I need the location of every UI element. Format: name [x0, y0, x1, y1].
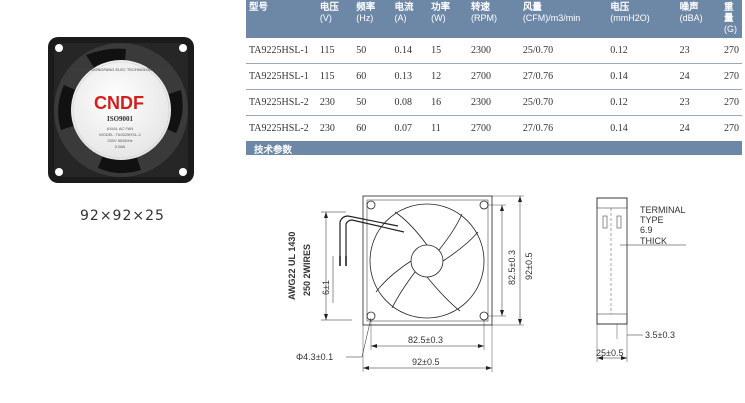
lead-wire — [339, 215, 399, 256]
header-pressure: 电压(mmH2O) — [610, 2, 650, 23]
label-line-3: 230V 50/60Hz — [107, 138, 132, 143]
label-line-2: MODEL: TA9225HSL-2 — [99, 132, 141, 137]
header-model: 型号 — [249, 2, 269, 13]
blade — [391, 271, 416, 309]
cell-power: 15 — [428, 38, 468, 64]
cell-power: 16 — [428, 89, 468, 116]
venturi-circle — [369, 203, 485, 319]
dim-92-h-label: 92±0.5 — [412, 357, 439, 367]
table-row: TA9225HSL-2 230 60 0.07 11 2700 27/0.76 … — [246, 115, 742, 142]
terminal-line-4: THICK — [640, 236, 667, 246]
cell-frequency: 50 — [353, 89, 392, 116]
wire-length-label: 250 2WIRES — [302, 244, 312, 296]
header-weight: 重量(G) — [724, 2, 737, 34]
dim-825-v-label: 82.5±0.3 — [507, 250, 517, 285]
cell-airflow: 25/0.70 — [519, 38, 608, 64]
cell-weight: 270 — [721, 38, 742, 64]
label-line-4: 0.08A — [115, 144, 126, 149]
cell-frequency: 50 — [353, 38, 392, 64]
cell-current: 0.07 — [391, 115, 429, 142]
cell-noise: 23 — [676, 89, 721, 116]
table-header-row: 型号 电压(V) 频率(Hz) 电流(A) 功率(W) 转速(RPM) 风量(C… — [246, 0, 742, 38]
cell-voltage: 115 — [316, 63, 354, 90]
blade — [394, 211, 428, 246]
lead-wire — [345, 219, 405, 256]
label-line-1: AXIAL AC FAN — [107, 126, 134, 131]
cell-current: 0.08 — [391, 89, 429, 116]
cell-model: TA9225HSL-1 — [246, 38, 317, 64]
cell-voltage: 230 — [316, 89, 354, 116]
blade — [426, 276, 461, 312]
cell-airflow: 25/0.70 — [519, 89, 608, 116]
cell-weight: 270 — [721, 63, 742, 90]
cell-current: 0.13 — [391, 63, 429, 90]
cell-power: 11 — [428, 115, 468, 142]
section-title: 技术参数 — [254, 145, 293, 156]
table-row: TA9225HSL-1 115 50 0.14 15 2300 25/0.70 … — [246, 38, 742, 64]
hole-leader — [346, 317, 372, 358]
wire-label: AWG22 UL 1430 — [287, 232, 297, 300]
terminal-line-1: TERMINAL — [640, 205, 686, 215]
header-voltage: 电压(V) — [319, 2, 339, 23]
mount-hole-tr — [479, 200, 489, 210]
wire-end — [339, 256, 347, 266]
cell-frequency: 60 — [353, 115, 392, 142]
cell-pressure: 0.14 — [607, 63, 677, 90]
blade — [375, 260, 412, 293]
cell-speed: 2300 — [467, 89, 520, 116]
cell-speed: 2300 — [467, 38, 520, 64]
header-power: 功率(W) — [431, 2, 451, 23]
cell-speed: 2700 — [467, 63, 520, 90]
cert-text: ISO9001 — [107, 115, 134, 123]
flange-label: 3.5±0.3 — [645, 330, 675, 340]
cell-frequency: 60 — [353, 63, 392, 90]
section-header-tech-params: 技术参数 — [246, 141, 742, 156]
cell-power: 12 — [428, 63, 468, 90]
terminal-tab — [602, 215, 608, 229]
cell-current: 0.14 — [391, 38, 429, 64]
mount-hole-br — [479, 311, 489, 321]
cell-pressure: 0.12 — [607, 89, 677, 116]
fan-photo: ZHEJIANG DONGFANG ELEC TECHNOLOGY CO.,LT… — [48, 37, 194, 183]
hole-label: Φ4.3±0.1 — [296, 352, 333, 362]
front-view-frame — [362, 195, 493, 326]
header-noise: 噪声(dBA) — [679, 2, 703, 23]
header-airflow: 风量(CFM)/m3/min — [522, 2, 581, 23]
side-view-body — [596, 197, 628, 325]
header-frequency: 频率(Hz) — [356, 2, 376, 23]
cell-pressure: 0.12 — [607, 38, 677, 64]
blade — [438, 213, 463, 251]
front-view-inner — [366, 199, 489, 322]
dim-92-v-label: 92±0.5 — [524, 253, 534, 280]
depth-label: 25±0.5 — [596, 348, 623, 358]
header-current: 电流(A) — [394, 2, 414, 23]
cell-weight: 270 — [721, 89, 742, 116]
brand-logo: CNDF — [94, 93, 144, 113]
cell-model: TA9225HSL-2 — [246, 89, 317, 116]
terminal-line-2: TYPE — [640, 215, 664, 225]
table-row: TA9225HSL-1 115 60 0.13 12 2700 27/0.76 … — [246, 63, 742, 90]
hub-circle — [410, 244, 444, 278]
cell-model: TA9225HSL-1 — [246, 63, 317, 90]
cell-voltage: 115 — [316, 38, 354, 64]
mount-hole-tl — [366, 200, 376, 210]
ring-text: ZHEJIANG DONGFANG ELEC TECHNOLOGY CO.,LT… — [71, 67, 172, 72]
cell-noise: 23 — [676, 38, 721, 64]
blade — [442, 231, 479, 262]
cell-airflow: 27/0.76 — [519, 63, 608, 90]
header-speed: 转速(RPM) — [470, 2, 497, 23]
terminal-line-3: 6.9 — [640, 225, 653, 235]
table-row: TA9225HSL-2 230 50 0.08 16 2300 25/0.70 … — [246, 89, 742, 116]
terminal-tab — [616, 215, 622, 229]
spec-table: 型号 电压(V) 频率(Hz) 电流(A) 功率(W) 转速(RPM) 风量(C… — [246, 0, 742, 142]
wire-end-label: 6±1 — [321, 280, 331, 295]
fan-size-label: 92×92×25 — [80, 208, 165, 224]
dim-825-h-label: 82.5±0.3 — [408, 335, 443, 345]
cell-noise: 24 — [676, 63, 721, 90]
